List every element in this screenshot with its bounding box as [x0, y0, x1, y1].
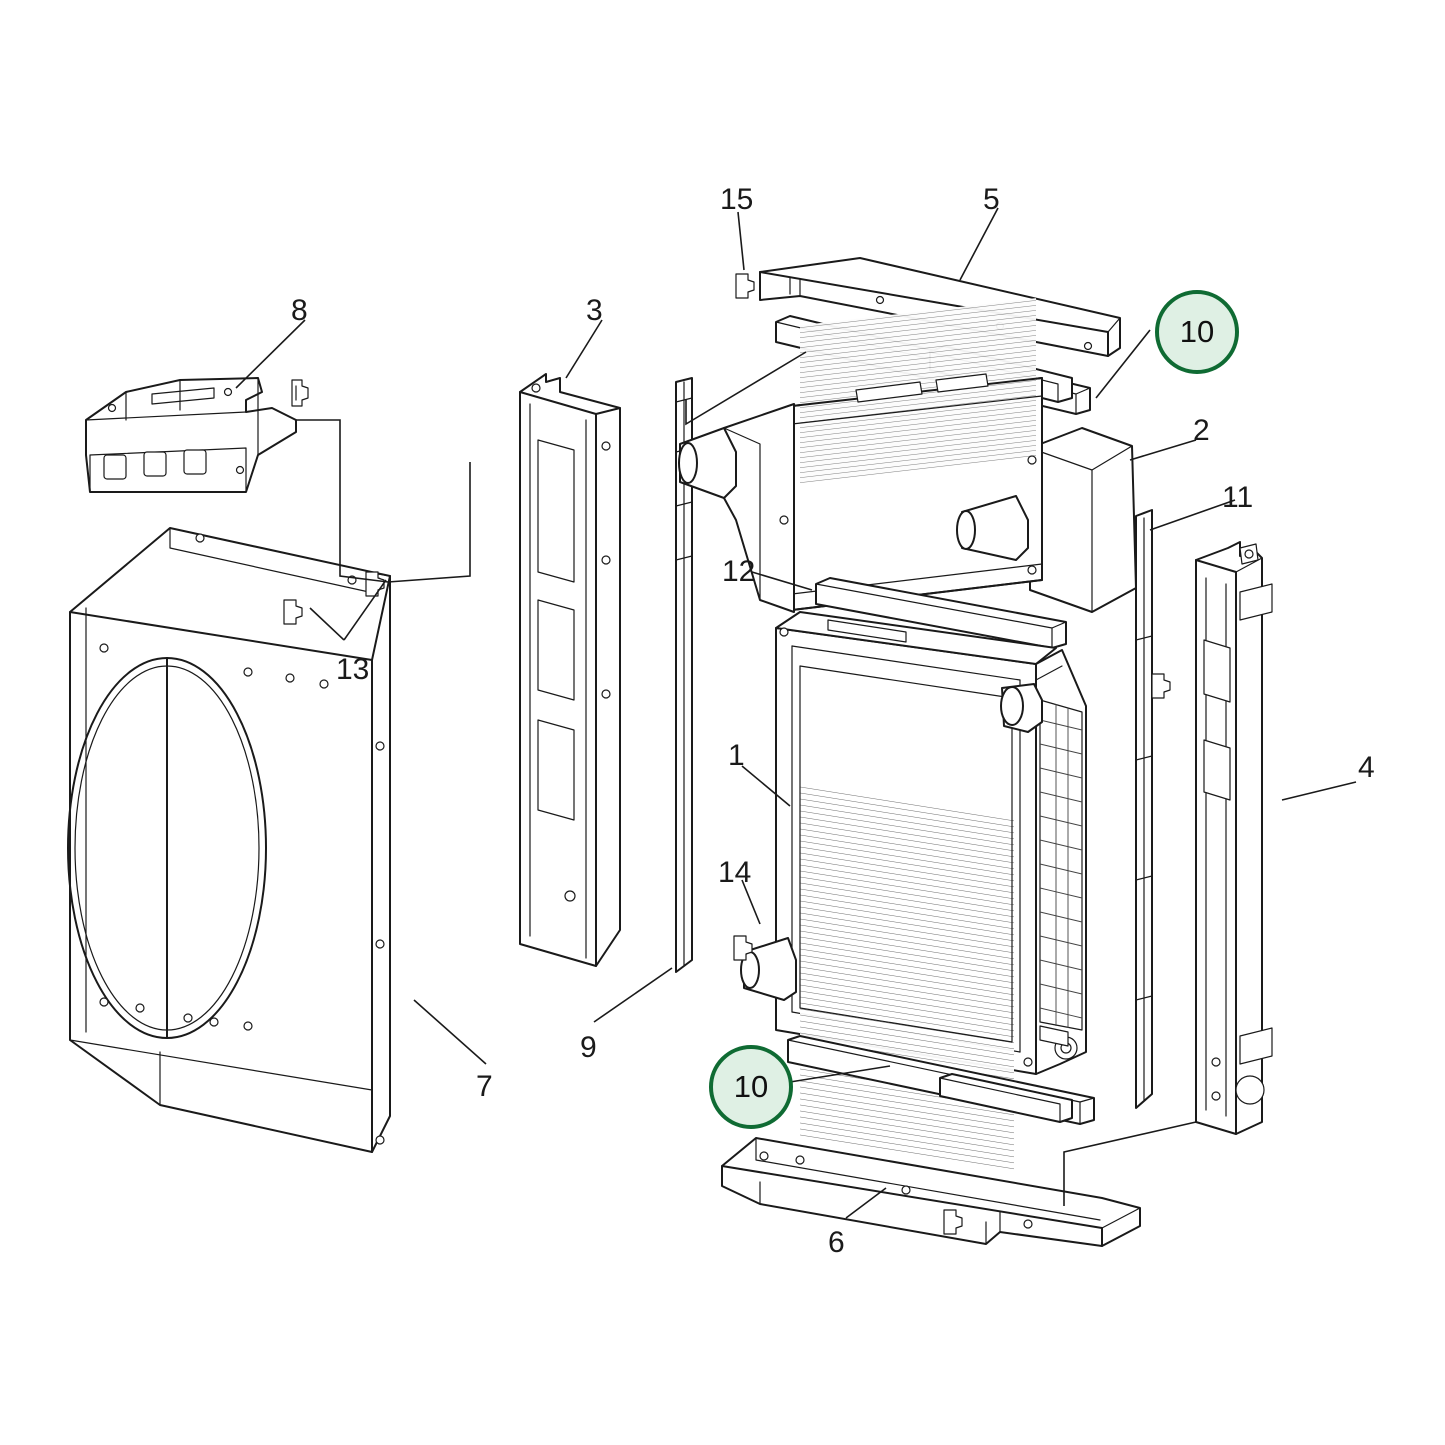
- callout-label-2: 2: [1193, 414, 1210, 447]
- part-7-fan-shroud: [67, 527, 391, 1153]
- callout-label-8: 8: [291, 294, 308, 327]
- callout-label-15: 15: [720, 183, 754, 216]
- highlighted-callout-10-bottom-label: 10: [733, 1069, 769, 1104]
- callout-label-14: 14: [718, 856, 752, 889]
- part-10-bottom-seal-strip-secondary: [939, 1073, 1073, 1123]
- callout-label-5: 5: [983, 183, 1000, 216]
- part-12-upper-seal-strip: [815, 577, 1067, 649]
- callout-label-3: 3: [586, 294, 603, 327]
- part-6-lower-cross-member: [721, 1137, 1141, 1247]
- highlighted-callout-10-top[interactable]: 10: [1155, 290, 1239, 374]
- part-11-right-seal-strip: [1135, 509, 1171, 1109]
- part-3-left-side-support-rail: [519, 373, 621, 967]
- part-8-upper-mounting-bracket: [85, 377, 309, 493]
- callout-label-13: 13: [336, 653, 370, 686]
- callout-label-9: 9: [580, 1031, 597, 1064]
- part-2-charge-air-cooler: [678, 298, 1137, 613]
- leader-lines: [235, 207, 1357, 1219]
- part-9-vertical-seal-strip: [675, 377, 693, 973]
- part-4-right-side-support-panel: [1195, 541, 1273, 1135]
- highlighted-callout-10-top-label: 10: [1179, 314, 1215, 349]
- callout-label-11: 11: [1222, 481, 1254, 514]
- callout-label-12: 12: [722, 555, 756, 588]
- callout-label-4: 4: [1358, 751, 1375, 784]
- callout-label-7: 7: [476, 1070, 493, 1103]
- highlighted-callout-10-bottom[interactable]: 10: [709, 1045, 793, 1129]
- callout-label-6: 6: [828, 1226, 845, 1259]
- callout-label-1: 1: [728, 739, 745, 772]
